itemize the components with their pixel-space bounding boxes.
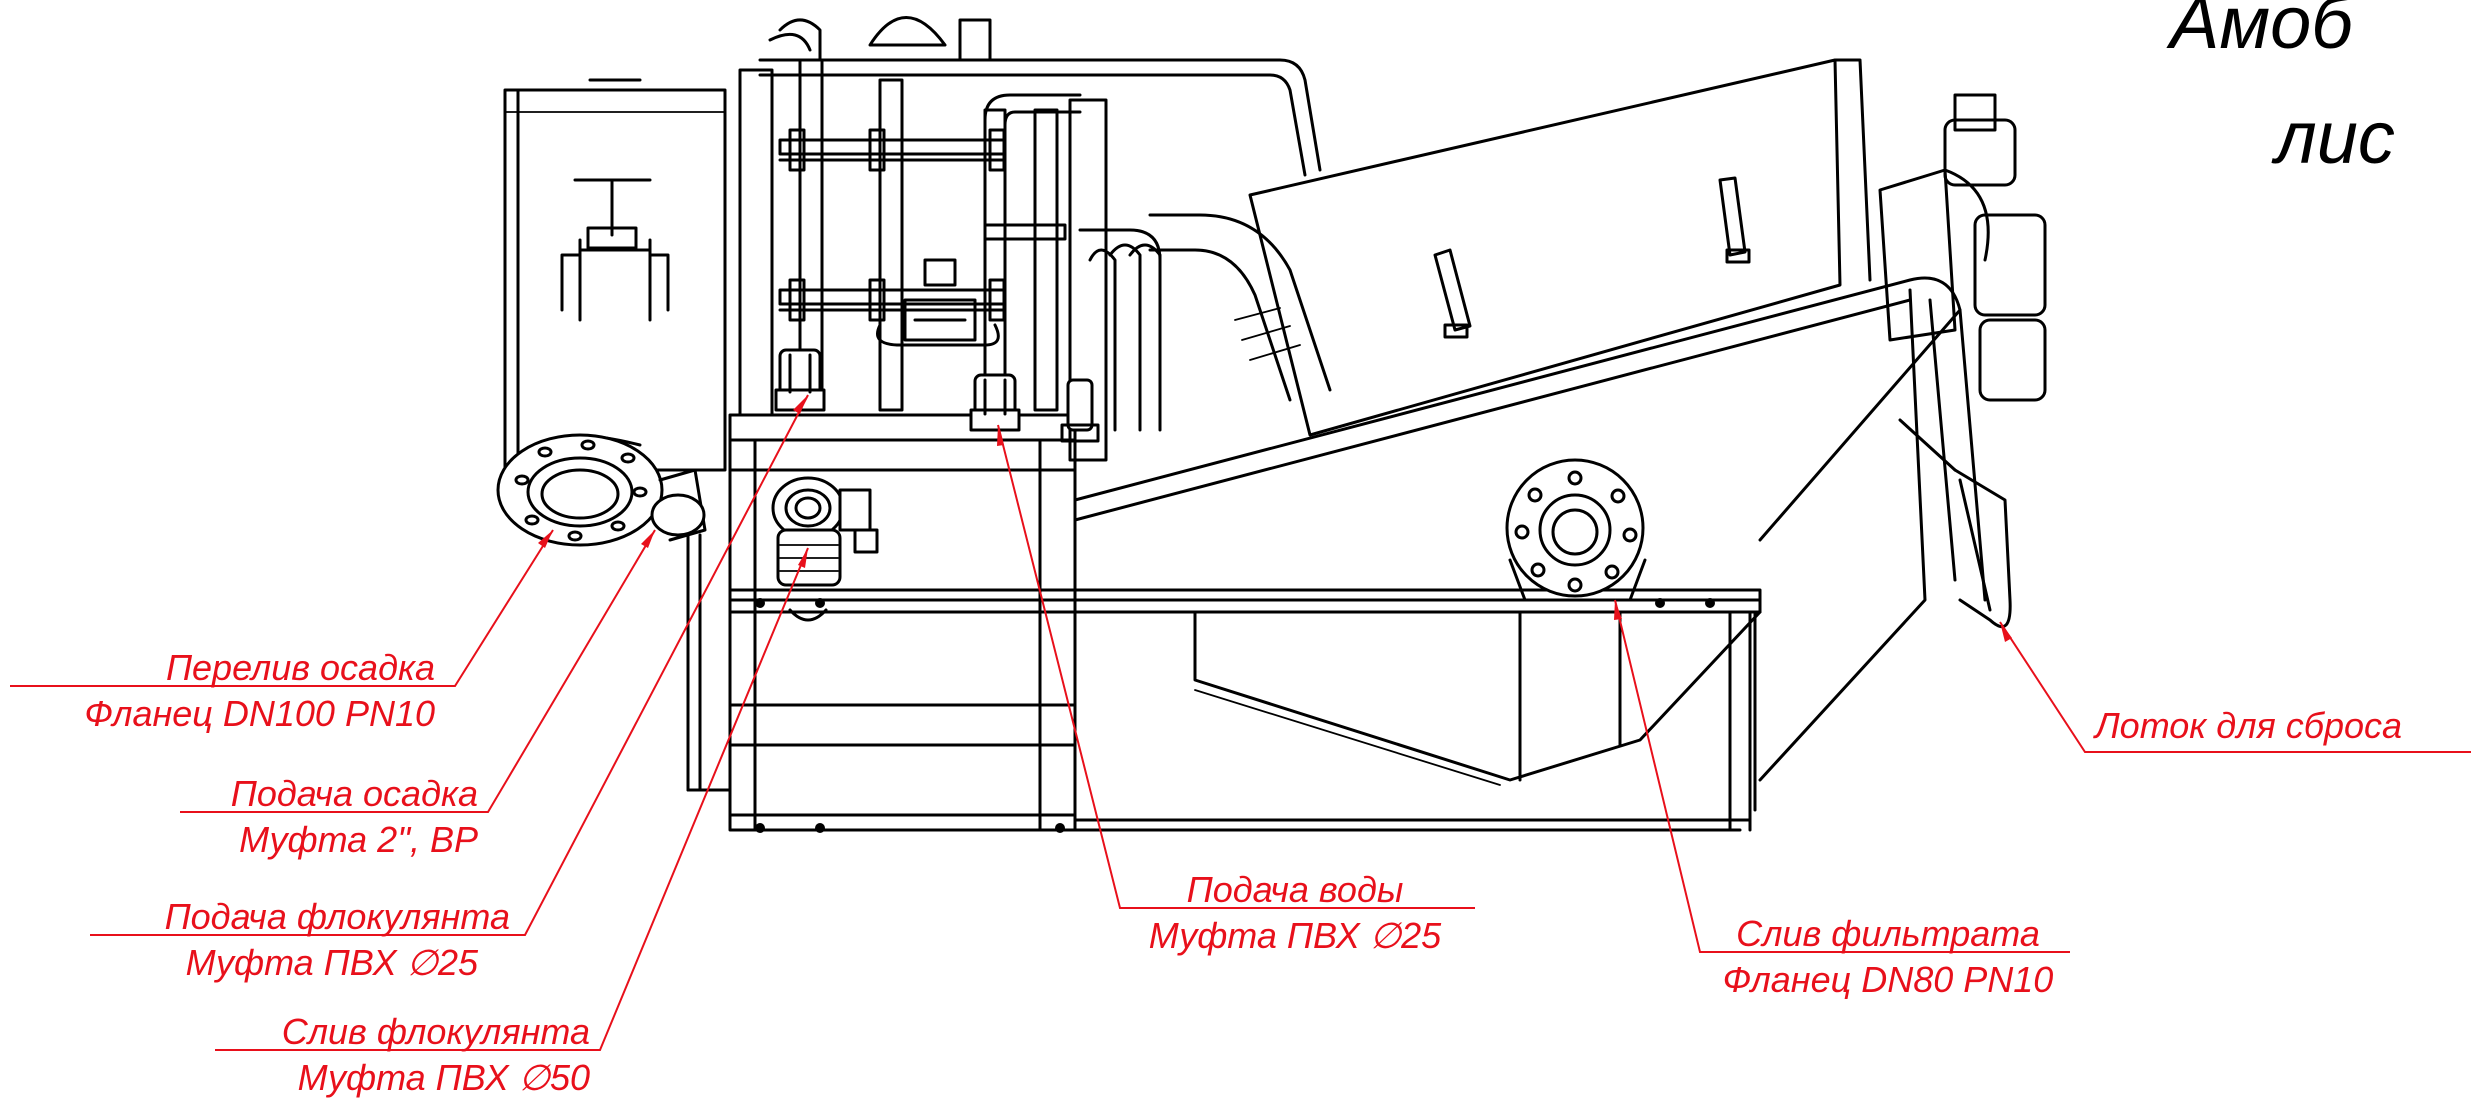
frame <box>728 413 1762 833</box>
screw-press-body <box>1073 58 1987 786</box>
title-line-1: Амоб <box>2166 0 2355 64</box>
callout-3-spec: Муфта ПВХ ∅25 <box>186 942 479 983</box>
leader-lines <box>10 394 2471 1051</box>
callout-5-spec: Муфта ПВХ ∅25 <box>1149 915 1442 956</box>
lid-handle-icon <box>1433 248 1472 339</box>
callout-4-title: Слив флокулянта <box>282 1011 590 1052</box>
title-line-2: лис <box>2271 96 2395 179</box>
callout-1-spec: Фланец DN100 PN10 <box>84 693 435 734</box>
callout-3-title: Подача флокулянта <box>165 896 510 937</box>
callout-6-spec: Фланец DN80 PN10 <box>1723 959 2054 1000</box>
sludge-inlet-valve-icon <box>774 348 826 412</box>
callout-labels: Перелив осадка Фланец DN100 PN10 Подача … <box>84 647 2402 1098</box>
drive-motor-icon <box>1878 93 2047 402</box>
title: Амоб лис <box>2166 0 2395 179</box>
callout-6-title: Слив фильтрата <box>1736 913 2040 954</box>
callout-2-title: Подача осадка <box>231 773 478 814</box>
overflow-flange-icon <box>496 433 732 792</box>
filtrate-flange-icon <box>1505 458 1647 602</box>
small-valve-icon <box>1060 378 1100 443</box>
callout-7-title: Лоток для сброса <box>2093 705 2402 746</box>
callout-2-spec: Муфта 2", ВР <box>239 819 478 860</box>
callout-4-spec: Муфта ПВХ ∅50 <box>298 1057 590 1098</box>
piping-system <box>738 16 1332 462</box>
discharge-chute-icon <box>1898 418 2012 629</box>
callout-5-title: Подача воды <box>1187 869 1404 910</box>
lid-handle-icon <box>1718 176 1751 264</box>
water-inlet-valve-icon <box>969 373 1021 432</box>
valve-handle-icon <box>560 178 670 322</box>
callout-1-title: Перелив осадка <box>166 647 435 688</box>
flocculant-coupling-icon <box>771 476 879 622</box>
overflow-tank <box>503 78 727 472</box>
